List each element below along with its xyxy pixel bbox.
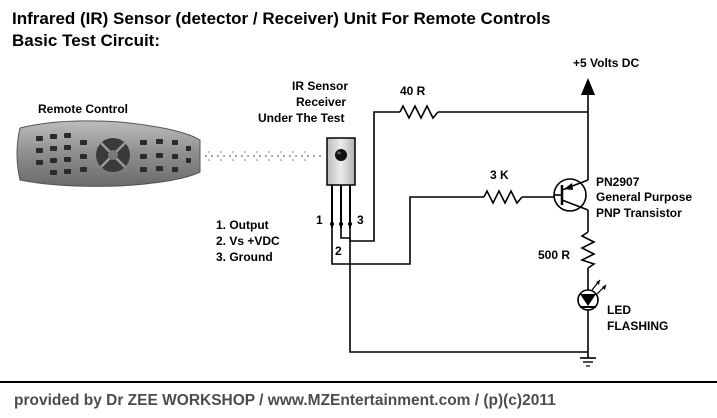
resistor-3k-icon [483,189,523,205]
transistor-label-line-2: General Purpose [596,190,692,204]
ir-sensor-component [326,137,356,228]
sensor-label-line-3: Under The Test [258,111,344,125]
resistor-40r-label: 40 R [400,84,426,98]
led-label-line-1: LED [607,303,631,317]
resistor-500r-label: 500 R [538,248,570,262]
pin-1-number: 1 [316,213,323,227]
circuit-wires [331,95,589,358]
sensor-label-line-2: Receiver [296,95,346,109]
pin-desc-output: 1. Output [216,218,269,232]
resistor-40r-icon [399,104,439,120]
led-label-line-2: FLASHING [607,319,668,333]
title-line-2: Basic Test Circuit: [12,31,160,50]
remote-control-image [16,120,321,187]
pnp-transistor-icon [553,178,589,212]
title-line-1: Infrared (IR) Sensor (detector / Receive… [12,9,550,28]
footer-credit: provided by Dr ZEE WORKSHOP / www.MZEnte… [14,392,556,409]
supply-label: +5 Volts DC [573,56,639,70]
resistor-500r-icon [579,231,596,269]
ir-signal-dots [205,151,321,161]
remote-label: Remote Control [38,102,128,116]
pin-desc-ground: 3. Ground [216,250,273,264]
ground-icon [580,357,596,367]
remote-buttons [36,133,191,175]
transistor-label-line-1: PN2907 [596,175,640,189]
supply-arrow-icon [581,78,595,95]
transistor-label-line-3: PNP Transistor [596,206,682,220]
led-icon [577,279,607,311]
resistor-3k-label: 3 K [490,168,509,182]
pin-3-number: 3 [357,213,364,227]
pin-desc-vs: 2. Vs +VDC [216,234,280,248]
sensor-label-line-1: IR Sensor [292,79,348,93]
pin-2-number: 2 [335,244,342,258]
